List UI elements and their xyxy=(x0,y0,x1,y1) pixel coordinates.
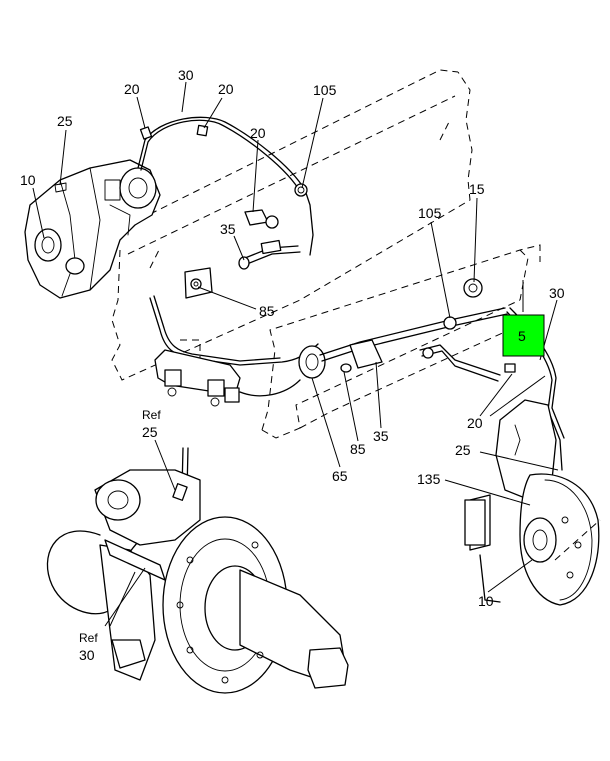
callout-25-right[interactable]: 25 xyxy=(455,442,471,458)
callout-ref-label-30: Ref xyxy=(79,631,98,645)
callout-ref-label-25: Ref xyxy=(142,408,161,422)
callout-10-upper[interactable]: 10 xyxy=(20,172,36,188)
callout-15[interactable]: 15 xyxy=(469,181,485,197)
callout-35-lower[interactable]: 35 xyxy=(373,428,389,444)
callout-135[interactable]: 135 xyxy=(417,471,441,487)
right-wheel-end xyxy=(464,399,601,606)
upper-sensor-cable xyxy=(137,116,314,256)
callout-35-upper[interactable]: 35 xyxy=(220,221,236,237)
callout-25-upper[interactable]: 25 xyxy=(57,113,73,129)
callout-85-upper[interactable]: 85 xyxy=(259,303,275,319)
callout-30-right[interactable]: 30 xyxy=(549,285,565,301)
callout-labels: 20 30 20 25 10 105 20 35 85 15 105 30 5 … xyxy=(20,67,565,663)
valve-manifold xyxy=(149,295,319,407)
connector-bracket xyxy=(184,209,301,299)
callout-10-lower[interactable]: 10 xyxy=(478,593,494,609)
highlight-box-5[interactable] xyxy=(502,314,545,357)
callout-20-upper-right[interactable]: 20 xyxy=(218,81,234,97)
callout-20-right[interactable]: 20 xyxy=(467,415,483,431)
callout-30-upper[interactable]: 30 xyxy=(178,67,194,83)
callout-20-mid[interactable]: 20 xyxy=(250,125,266,141)
callout-105-right[interactable]: 105 xyxy=(418,205,442,221)
callout-105-upper[interactable]: 105 xyxy=(313,82,337,98)
upper-brake-assembly xyxy=(24,159,161,299)
leader-lines xyxy=(32,81,559,627)
frame-rail xyxy=(111,69,541,439)
callout-ref-25[interactable]: 25 xyxy=(142,424,158,440)
steering-knuckle xyxy=(46,447,349,694)
callout-20-upper-left[interactable]: 20 xyxy=(124,81,140,97)
callout-ref-30[interactable]: 30 xyxy=(79,647,95,663)
callout-5[interactable]: 5 xyxy=(518,328,526,344)
grommet-cable xyxy=(298,278,508,382)
callout-85-lower[interactable]: 85 xyxy=(350,441,366,457)
callout-65[interactable]: 65 xyxy=(332,468,348,484)
